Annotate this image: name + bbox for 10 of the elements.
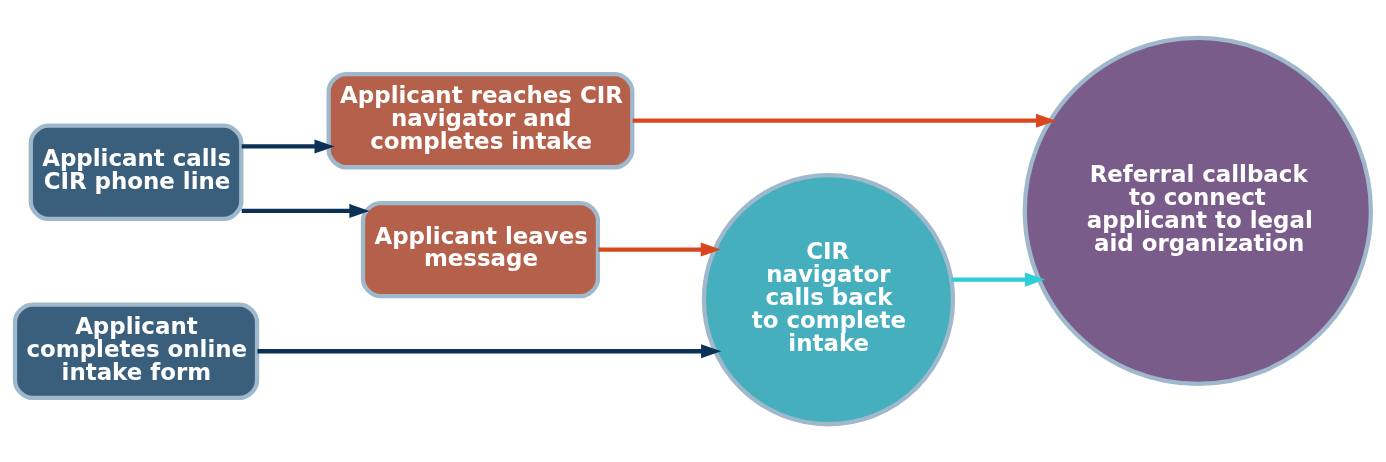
arrow — [241, 203, 370, 218]
arrow — [241, 139, 335, 154]
arrow — [951, 272, 1046, 287]
node-box: Applicant leaves message — [360, 200, 601, 299]
arrow — [257, 344, 722, 359]
arrow — [632, 113, 1057, 128]
node-box: Applicant completes online intake form — [12, 302, 260, 400]
node-box: Applicant reaches CIR navigator and completes intake — [326, 72, 635, 170]
arrow — [598, 242, 721, 257]
node-box: Applicant calls CIR phone line — [28, 123, 244, 221]
